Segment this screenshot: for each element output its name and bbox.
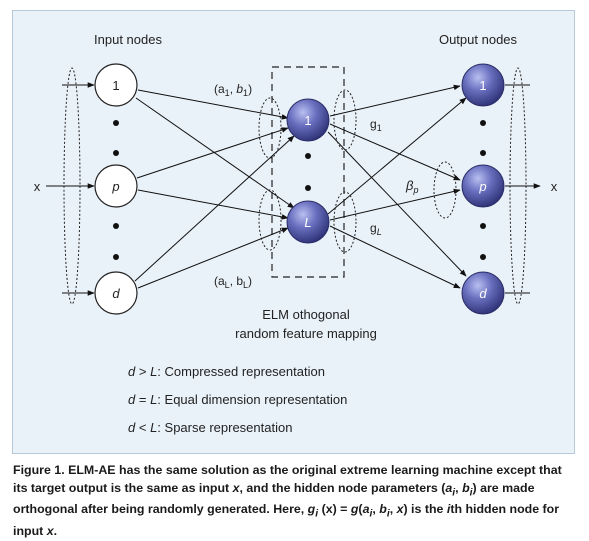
mapping-label-line1: ELM othogonal	[262, 307, 350, 322]
output-node-d: d	[461, 271, 505, 315]
label-a1-b1: (a1, b1)	[214, 82, 252, 98]
output-node-p: p	[461, 164, 505, 208]
label-aL-bL: (aL, bL)	[214, 274, 252, 290]
conn-hL-outd	[329, 225, 461, 289]
figure-caption: Figure 1. ELM-AE has the same solution a…	[13, 463, 562, 539]
svg-text:1: 1	[304, 113, 311, 128]
hidden-node-L: L	[286, 200, 330, 244]
input-node-p: p	[94, 164, 138, 208]
output-weights-ellipse-L	[333, 191, 357, 253]
svg-text:1: 1	[479, 78, 486, 93]
input-x-label: x	[34, 179, 41, 194]
conn-in1-hL	[135, 97, 295, 209]
conn-hL-out1	[327, 97, 467, 215]
conn-h1-outp	[329, 123, 461, 181]
label-g1: g1	[370, 117, 382, 133]
conn-ind-hL	[137, 227, 289, 289]
hidden-ellipsis-dots	[305, 153, 311, 191]
svg-text:d: d	[112, 286, 120, 301]
input-nodes-title: Input nodes	[94, 32, 162, 47]
conn-inp-hL	[137, 189, 289, 220]
representation-compressed: d > L: Compressed representation	[128, 364, 325, 379]
input-node-1: 1	[94, 63, 138, 107]
output-nodes-title: Output nodes	[439, 32, 518, 47]
conn-inp-h1	[136, 127, 289, 179]
label-beta-p: βp	[405, 178, 418, 195]
representation-equal: d = L: Equal dimension representation	[128, 392, 347, 407]
svg-text:p: p	[478, 179, 486, 194]
input-ellipsis-dots	[113, 120, 119, 260]
label-gL: gL	[370, 221, 382, 237]
conn-hL-outp	[329, 188, 461, 221]
input-weights-ellipse-1	[258, 97, 282, 159]
conn-h1-out1	[329, 84, 461, 117]
beta-weights-ellipse	[433, 161, 457, 219]
conn-ind-h1	[134, 135, 295, 282]
svg-text:d: d	[479, 286, 487, 301]
input-node-d: d	[94, 271, 138, 315]
output-node-1: 1	[461, 63, 505, 107]
svg-text:L: L	[304, 215, 311, 230]
conn-in1-h1	[137, 89, 289, 120]
input-weights-ellipse-L	[258, 189, 282, 251]
output-weights-ellipse-1	[333, 89, 357, 151]
mapping-label-line2: random feature mapping	[235, 326, 377, 341]
output-ellipsis-dots	[480, 120, 486, 260]
elm-ae-diagram: Input nodes Output nodes x x	[34, 32, 558, 435]
hidden-layer-box	[271, 66, 345, 278]
hidden-node-1: 1	[286, 98, 330, 142]
representation-sparse: d < L: Sparse representation	[128, 420, 292, 435]
output-x-label: x	[551, 179, 558, 194]
svg-text:1: 1	[112, 78, 119, 93]
conn-h1-outd	[327, 131, 467, 277]
svg-text:p: p	[111, 179, 119, 194]
